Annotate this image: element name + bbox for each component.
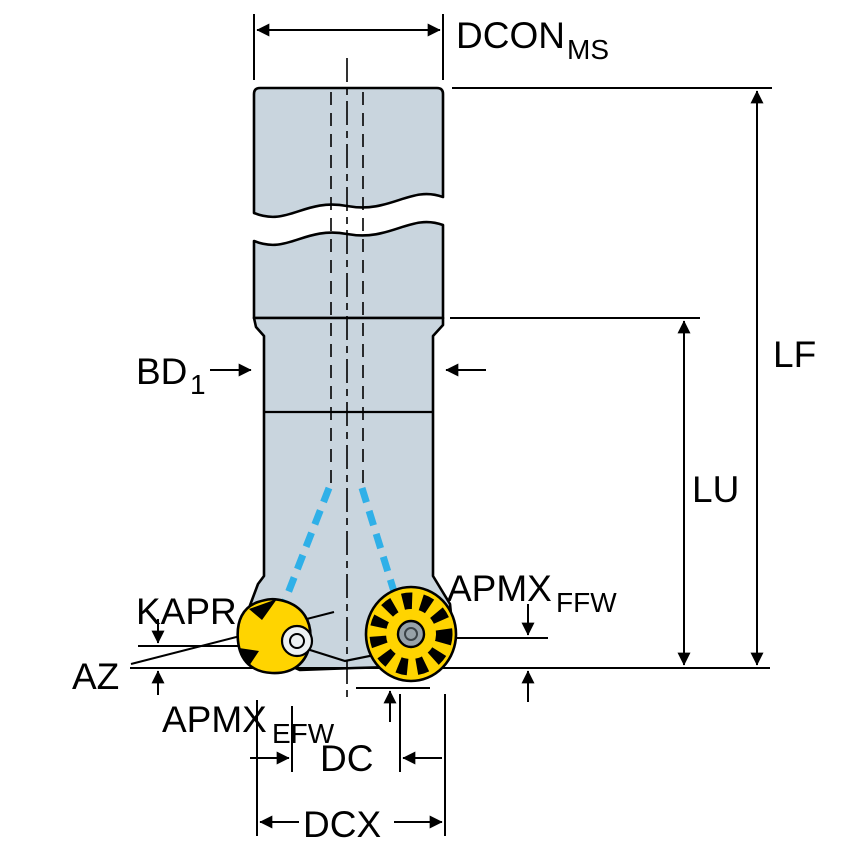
label-apmx-ffw-sub: FFW bbox=[556, 587, 617, 618]
insert-left-edge-mark-bottom bbox=[239, 648, 259, 666]
shank-lower-section bbox=[252, 220, 445, 320]
coolant-channel-right bbox=[358, 486, 400, 600]
shank-upper-section bbox=[252, 86, 445, 219]
label-apmx-ffw: APMX bbox=[447, 568, 552, 609]
dimension-labels: DCON MS LF LU BD 1 APMX FFW KAPR AZ APMX… bbox=[72, 15, 816, 845]
insert-right-serration-ring bbox=[369, 592, 453, 676]
lu-dimension bbox=[450, 317, 700, 666]
label-bd1: BD bbox=[136, 351, 187, 392]
label-lu: LU bbox=[692, 469, 739, 510]
tool-body bbox=[244, 58, 455, 700]
dcon-dimension bbox=[253, 14, 444, 80]
label-dcx: DCX bbox=[303, 804, 381, 845]
label-apmx-efw: APMX bbox=[162, 699, 267, 740]
dcx-dimension bbox=[256, 694, 446, 836]
label-apmx-efw-sub: EFW bbox=[272, 718, 335, 749]
insert-right bbox=[364, 585, 458, 683]
label-kapr: KAPR bbox=[136, 591, 237, 632]
insert-screw-right bbox=[396, 619, 426, 649]
coolant-channel-left bbox=[279, 486, 333, 608]
label-dcon: DCON bbox=[456, 15, 565, 56]
label-bd1-sub: 1 bbox=[190, 369, 206, 400]
label-dc: DC bbox=[320, 738, 373, 779]
apmx-efw-dimension bbox=[356, 687, 430, 722]
label-lf: LF bbox=[773, 334, 816, 375]
insert-left-edge-mark-top bbox=[249, 599, 277, 620]
insert-screw-right-socket bbox=[404, 627, 418, 641]
lf-dimension bbox=[452, 87, 772, 666]
insert-screw-left-bore bbox=[289, 633, 305, 649]
insert-screw-left bbox=[280, 624, 314, 658]
insert-left bbox=[236, 597, 314, 675]
label-dcon-sub: MS bbox=[567, 34, 609, 65]
label-az: AZ bbox=[72, 656, 119, 697]
